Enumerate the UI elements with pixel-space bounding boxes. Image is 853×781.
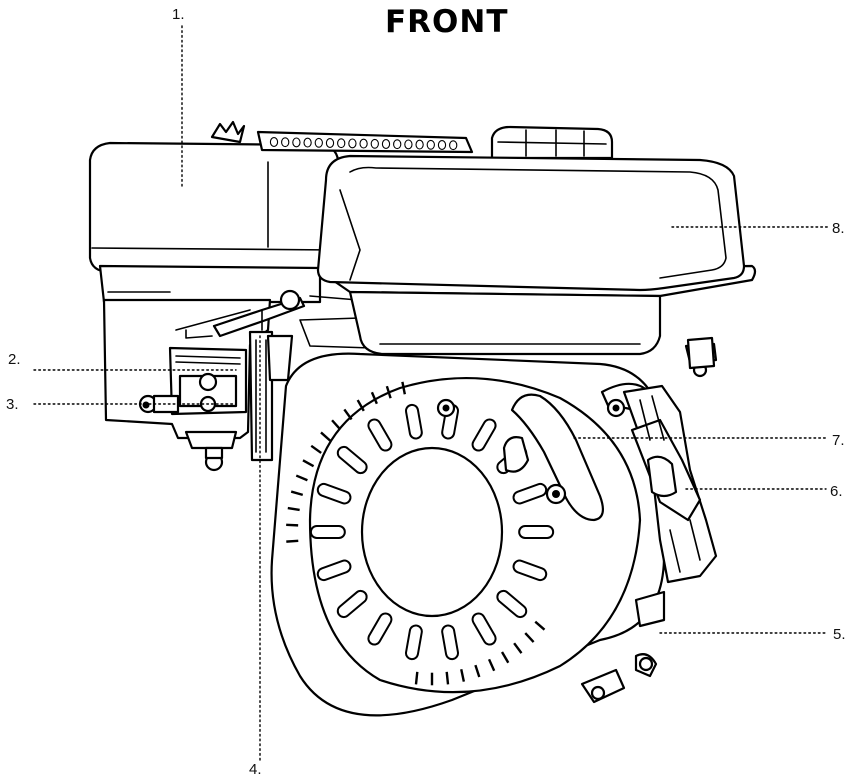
fan-rib — [414, 671, 419, 685]
vent-slot — [393, 139, 402, 150]
fan-rib — [513, 642, 523, 654]
vent-slot — [437, 140, 447, 150]
fan-rib — [287, 506, 300, 512]
fan-rib — [295, 474, 308, 482]
recoil-pull-handle — [436, 393, 605, 522]
fan-slot — [316, 482, 352, 505]
fan-rib — [286, 539, 299, 543]
fan-rib — [474, 664, 481, 678]
fan-slot — [496, 589, 528, 619]
vent-slot — [359, 138, 368, 149]
fan-cover — [270, 352, 666, 717]
fan-rib — [487, 658, 496, 672]
fan-slot — [336, 589, 368, 619]
fan-slot — [471, 612, 497, 646]
fan-rib — [445, 671, 450, 685]
fan-slot — [471, 418, 497, 452]
vent-slot — [426, 139, 435, 150]
throttle-linkage — [212, 289, 373, 462]
vent-slot — [325, 138, 335, 148]
vent-slot — [281, 137, 290, 148]
fan-rib — [290, 490, 304, 497]
fan-rib — [500, 651, 510, 664]
fan-slot — [336, 445, 368, 475]
fan-rib — [370, 391, 378, 405]
fan-rib — [356, 399, 365, 412]
shroud-top — [256, 130, 474, 154]
callout-8: 8. — [832, 220, 845, 237]
diagram-title: FRONT — [385, 4, 509, 40]
fuel-cap — [490, 125, 614, 160]
fan-slot — [405, 403, 423, 440]
fan-rib — [343, 408, 353, 421]
fan-slot — [405, 624, 423, 661]
callout-3: 3. — [6, 396, 19, 413]
fan-rib — [401, 381, 407, 395]
fan-rib — [320, 431, 331, 442]
vent-slot — [314, 137, 323, 148]
fan-slot — [518, 525, 555, 539]
fan-rib — [310, 444, 322, 454]
vent-slot — [292, 137, 301, 148]
fan-slot — [441, 624, 459, 661]
callout-6: 6. — [830, 483, 843, 500]
fan-slot — [309, 525, 346, 539]
vent-slot — [337, 138, 346, 149]
fan-slot — [367, 612, 393, 646]
vent-slot — [404, 139, 413, 150]
fan-rib — [534, 620, 546, 631]
leader-lines — [33, 25, 829, 761]
vent-slot — [370, 138, 379, 149]
fan-rib — [286, 523, 299, 527]
vent-slot — [415, 139, 424, 150]
fan-rib — [524, 632, 535, 643]
fuel-tank — [316, 154, 757, 378]
fan-rib — [460, 669, 466, 682]
vent-slot — [381, 139, 391, 149]
vent-slot — [348, 138, 357, 149]
cylinder-head — [580, 336, 718, 704]
vent-slot — [303, 137, 312, 148]
vent-slot — [449, 140, 458, 151]
fan-slot — [367, 418, 393, 452]
fan-slot — [512, 482, 548, 505]
vent-slot — [269, 137, 279, 147]
callout-5: 5. — [833, 626, 846, 643]
fan-rib — [331, 419, 342, 431]
fan-rib — [385, 385, 392, 399]
callout-7: 7. — [832, 432, 845, 449]
fan-slot — [512, 559, 548, 582]
callout-2: 2. — [8, 351, 21, 368]
fan-slot — [316, 559, 352, 582]
fan-rib — [302, 459, 315, 468]
callout-1: 1. — [172, 6, 185, 23]
callout-4: 4. — [249, 761, 262, 778]
carburetor — [138, 346, 248, 472]
